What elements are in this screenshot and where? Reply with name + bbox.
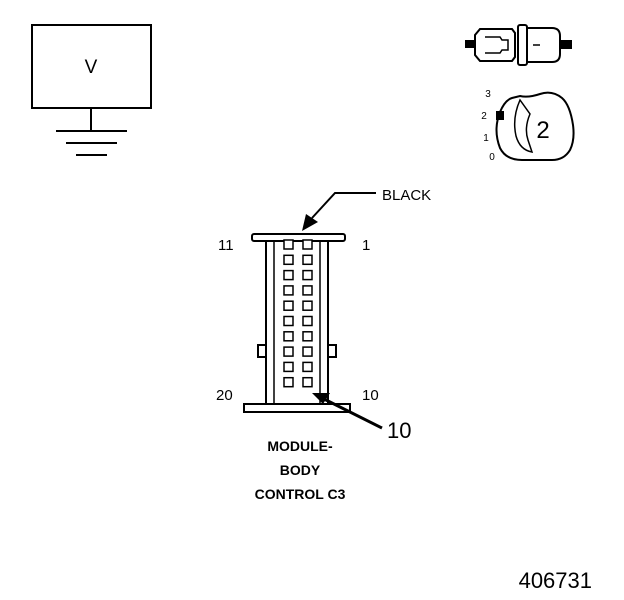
caption-line-1: MODULE-: [267, 438, 333, 454]
pin-cavity: [283, 269, 294, 281]
figure-number: 406731: [519, 568, 592, 593]
pin-cavity: [283, 361, 294, 373]
pin-cavity: [302, 315, 313, 327]
color-leader-line: [311, 192, 376, 219]
pin-cavity: [302, 331, 313, 342]
pin-callout-number: 10: [387, 418, 411, 443]
pin-cavity: [302, 376, 313, 388]
knob-body: [495, 91, 575, 161]
pin-cavity: [302, 361, 313, 373]
knob-scale-2: 2: [481, 111, 487, 122]
pin-cavity: [283, 285, 294, 296]
connector-plug-icon: [465, 24, 572, 66]
pin-label-10: 10: [362, 387, 379, 404]
pin-label-1: 1: [362, 237, 370, 254]
pin-cavity: [283, 346, 294, 357]
pin-cavity: [302, 346, 313, 357]
knob-notch: [513, 98, 534, 153]
pin-cavity: [302, 269, 313, 281]
color-callout: BLACK: [302, 187, 431, 231]
rotary-switch-icon: 3 2 1 0 2: [481, 89, 575, 163]
connector-caption: MODULE- BODY CONTROL C3: [255, 438, 346, 502]
pin-cavity: [283, 376, 294, 388]
pin-cavity: [283, 239, 294, 250]
knob-scale-1: 1: [483, 133, 489, 144]
knob-pointer: [496, 111, 504, 120]
voltmeter: V: [31, 24, 152, 156]
pin-cavity: [302, 239, 313, 250]
pin-callout-line: [321, 396, 383, 430]
knob-value: 2: [536, 117, 549, 144]
color-arrowhead: [302, 214, 318, 231]
connector-color-label: BLACK: [382, 187, 431, 204]
knob-scale-3: 3: [485, 89, 491, 100]
pin-label-11: 11: [218, 237, 234, 254]
pin-cavity: [302, 300, 313, 311]
pin-cavity: [283, 300, 294, 311]
pin-cavity: [302, 254, 313, 266]
connector-face: [243, 233, 351, 413]
pin-cavity: [283, 254, 294, 266]
knob-scale-0: 0: [489, 152, 495, 163]
ground-symbol-icon: [56, 108, 127, 156]
pin-cavity: [283, 331, 294, 342]
voltmeter-label: V: [85, 57, 98, 78]
pin-cavity: [302, 285, 313, 296]
pin-cavities: [283, 239, 313, 388]
pin-callout: 10: [312, 393, 411, 443]
pin-callout-arrowhead: [312, 393, 330, 404]
pin-cavity: [283, 315, 294, 327]
caption-line-3: CONTROL C3: [255, 486, 346, 502]
pin-label-20: 20: [216, 387, 233, 404]
caption-line-2: BODY: [280, 462, 321, 478]
